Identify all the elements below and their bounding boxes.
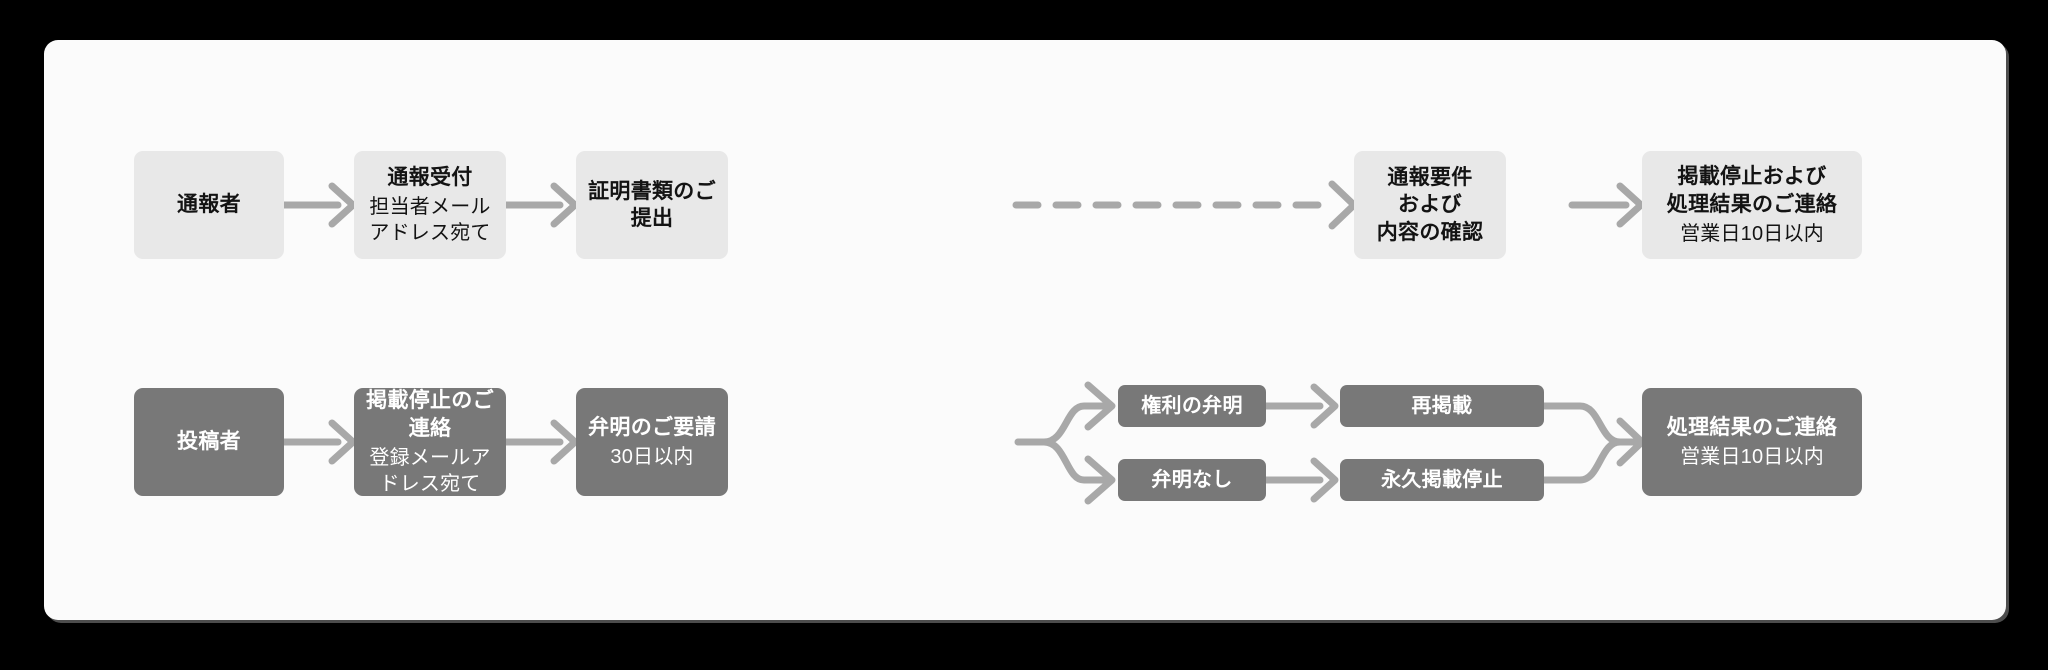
connector-merge-to-result (1540, 402, 1646, 484)
node-republish[interactable]: 再掲載 (1340, 385, 1544, 427)
node-verify-requirements[interactable]: 通報要件 および 内容の確認 (1354, 151, 1506, 259)
connector-received-to-documents (502, 182, 579, 228)
node-republish-title: 再掲載 (1411, 395, 1473, 417)
node-result-notice-sub: 営業日10日以内 (1680, 446, 1824, 469)
node-result-notice-title: 処理結果のご連絡 (1666, 415, 1838, 439)
connector-reporter-to-received (280, 182, 357, 228)
connector-fork-defense (1014, 381, 1116, 505)
connector-nodefense-to-permanent (1262, 457, 1339, 503)
connector-documents-to-verify (1012, 180, 1358, 230)
node-defense-request-title: 弁明のご要請 (588, 415, 716, 439)
diagram-card: 通報者 通報受付 担当者メールアドレス宛て 証明書類のご提出 通報要件 および … (44, 40, 2006, 620)
node-reporter[interactable]: 通報者 (134, 151, 284, 259)
node-poster-title: 投稿者 (177, 430, 241, 454)
node-verify-requirements-title: 通報要件 および 内容の確認 (1376, 166, 1484, 244)
diagram-plane: 通報者 通報受付 担当者メールアドレス宛て 証明書類のご提出 通報要件 および … (44, 40, 2006, 620)
node-suspension-notice-sub: 登録メールアドレス宛て (369, 446, 491, 495)
node-suspension-notice-title: 掲載停止のご連絡 (366, 389, 494, 440)
node-submit-documents-title: 証明書類のご提出 (588, 179, 716, 230)
node-suspend-and-notify[interactable]: 掲載停止および 処理結果のご連絡 営業日10日以内 (1642, 151, 1862, 259)
connector-rights-to-republish (1262, 383, 1339, 429)
node-suspension-notice[interactable]: 掲載停止のご連絡 登録メールアドレス宛て (354, 388, 506, 496)
node-poster[interactable]: 投稿者 (134, 388, 284, 496)
node-rights-defense[interactable]: 権利の弁明 (1118, 385, 1266, 427)
node-report-received[interactable]: 通報受付 担当者メールアドレス宛て (354, 151, 506, 259)
node-submit-documents[interactable]: 証明書類のご提出 (576, 151, 728, 259)
node-defense-request-sub: 30日以内 (610, 446, 694, 469)
node-no-defense[interactable]: 弁明なし (1118, 459, 1266, 501)
node-report-received-sub: 担当者メールアドレス宛て (369, 196, 491, 245)
connector-poster-to-notice (280, 419, 357, 465)
node-permanent-suspend[interactable]: 永久掲載停止 (1340, 459, 1544, 501)
node-result-notice[interactable]: 処理結果のご連絡 営業日10日以内 (1642, 388, 1862, 496)
node-rights-defense-title: 権利の弁明 (1141, 395, 1243, 417)
node-suspend-and-notify-sub: 営業日10日以内 (1680, 222, 1824, 245)
node-reporter-title: 通報者 (177, 193, 241, 217)
node-defense-request[interactable]: 弁明のご要請 30日以内 (576, 388, 728, 496)
node-no-defense-title: 弁明なし (1151, 469, 1233, 491)
connector-notice-to-defense (502, 419, 579, 465)
node-report-received-title: 通報受付 (387, 165, 473, 189)
connector-layer (280, 180, 1646, 505)
node-permanent-suspend-title: 永久掲載停止 (1381, 469, 1503, 491)
connector-verify-to-suspend (1568, 182, 1645, 228)
node-suspend-and-notify-title: 掲載停止および 処理結果のご連絡 (1666, 165, 1838, 216)
